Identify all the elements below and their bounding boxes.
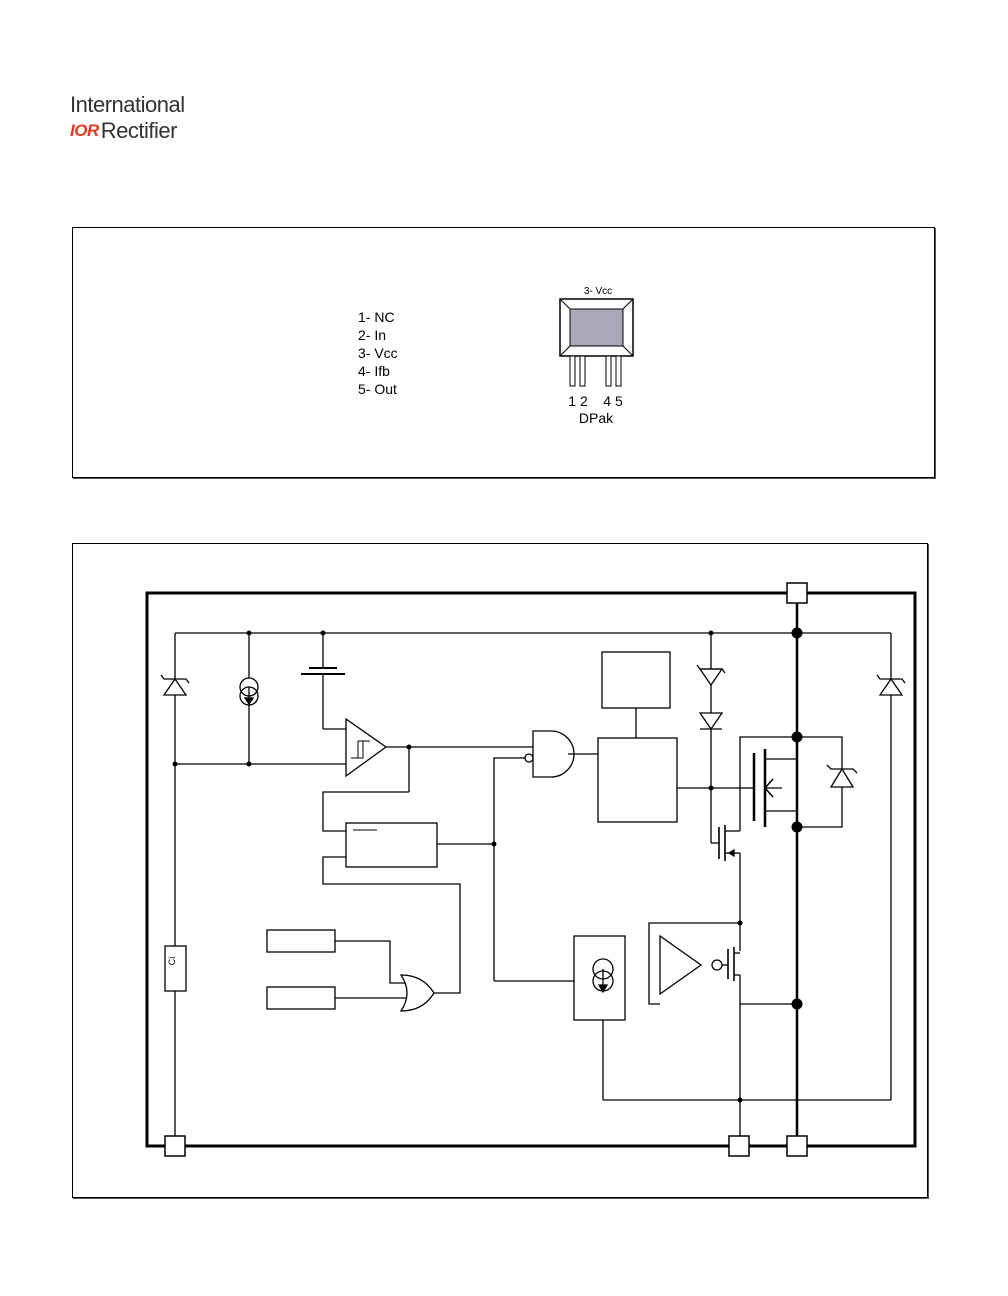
- dpak-leads: [569, 355, 622, 387]
- power-mosfet: [739, 736, 798, 827]
- in-pin-terminal: [164, 1135, 186, 1157]
- company-logo: International IORRectifier: [70, 92, 200, 148]
- left-zener-diode: [160, 633, 190, 946]
- logo-text-international: International: [70, 92, 185, 117]
- gate-clamp-diodes: [696, 633, 726, 843]
- block-diagram-svg: Ci: [145, 582, 917, 1157]
- current-sense-amp: [648, 922, 797, 1136]
- logo-line-rectifier: IORRectifier: [70, 118, 177, 144]
- dpak-body: [559, 298, 634, 357]
- body-zener-diode: [797, 736, 858, 828]
- vcc-pin-terminal: [786, 582, 808, 604]
- dpak-package-drawing: 3- Vcc 1 2 4 5 DPak: [559, 286, 634, 426]
- latch-block: [322, 747, 574, 994]
- and-gate: [524, 730, 598, 778]
- chip-boundary: [145, 591, 917, 1148]
- fault-inputs: [266, 929, 435, 1012]
- lead-numbers-right: 4 5: [603, 393, 623, 409]
- current-sense-block: [573, 935, 626, 1100]
- pin-list: 1- NC 2- In 3- Vcc 4- Ifb 5- Out: [358, 308, 398, 398]
- package-name: DPak: [579, 410, 614, 426]
- resistor-label: Ci: [167, 957, 177, 966]
- pin-terminals: [164, 582, 808, 1157]
- tab-label: 3- Vcc: [584, 286, 612, 297]
- pinout-panel: 1- NC 2- In 3- Vcc 4- Ifb 5- Out 3- Vcc …: [72, 227, 935, 478]
- block-diagram-panel: Ci: [72, 543, 928, 1198]
- pullup-current-source: [175, 633, 346, 765]
- vcc-rail: [175, 603, 891, 634]
- pulldown-mosfet: [711, 788, 741, 923]
- input-resistor: [164, 945, 187, 1136]
- schmitt-comparator: [345, 717, 533, 778]
- out-pin-terminal: [786, 1135, 808, 1157]
- reference-battery: [301, 633, 346, 730]
- logo-text-rectifier: Rectifier: [100, 118, 178, 143]
- pin-3-label: 3- Vcc: [358, 345, 398, 361]
- pin-5-label: 5- Out: [358, 381, 397, 397]
- ifb-pin-terminal: [728, 1135, 750, 1157]
- lead-numbers-left: 1 2: [568, 393, 588, 409]
- pin-1-label: 1- NC: [358, 309, 395, 325]
- gate-driver-block: [597, 651, 740, 823]
- ior-logo-mark: IOR: [70, 121, 99, 140]
- pin-2-label: 2- In: [358, 327, 387, 343]
- pin-4-label: 4- Ifb: [358, 363, 390, 379]
- junction-dots: [172, 627, 803, 1103]
- right-zener-diode: [603, 633, 906, 1101]
